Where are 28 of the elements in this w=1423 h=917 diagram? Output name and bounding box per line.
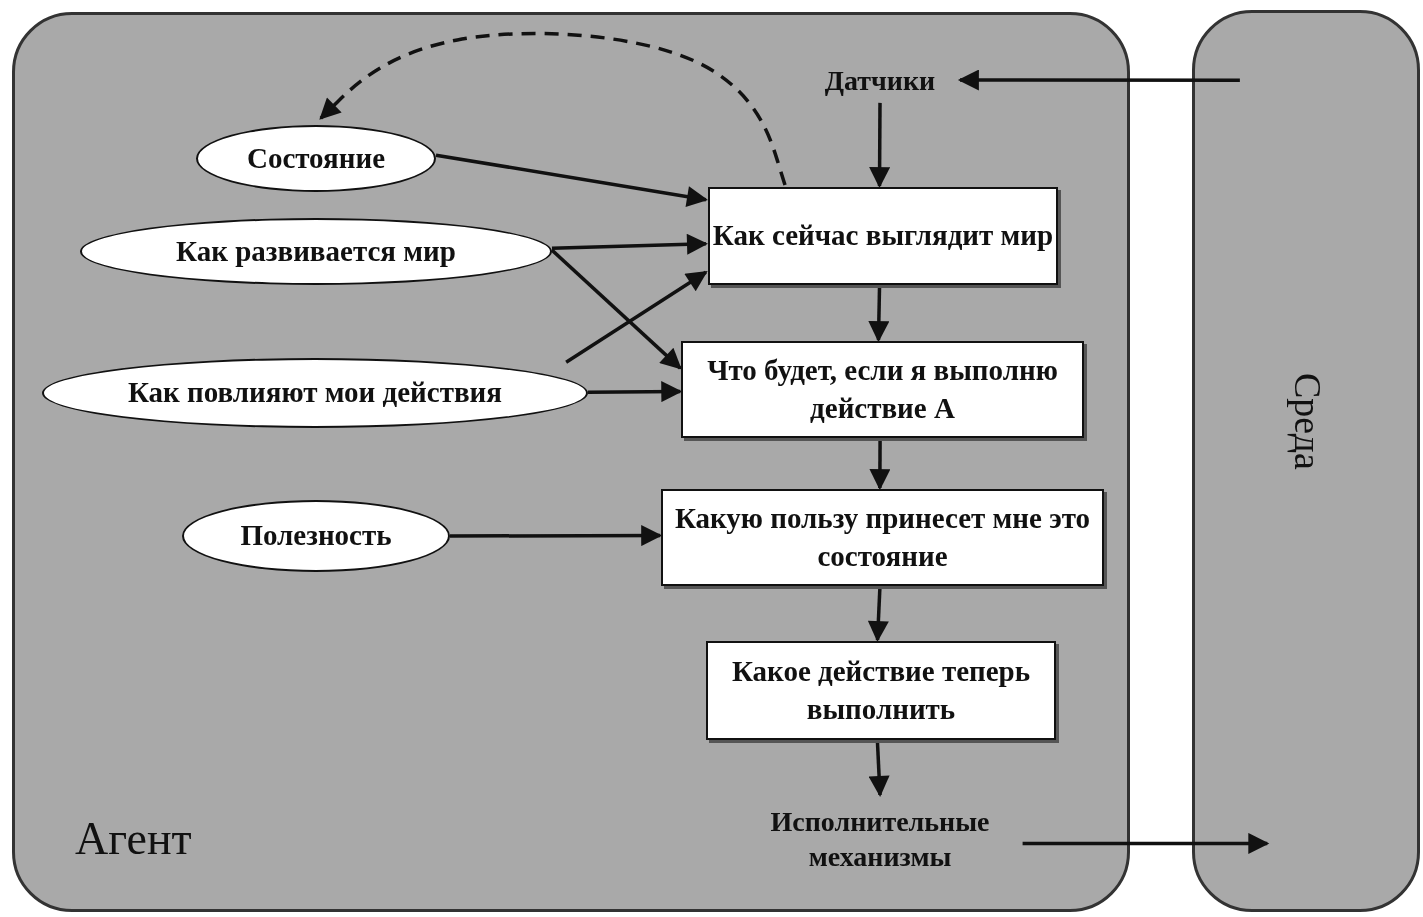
dashed-arrow xyxy=(319,31,787,186)
arrow xyxy=(957,69,1240,91)
panel xyxy=(1192,10,1420,912)
node-label: Датчики xyxy=(800,58,960,102)
node-label: Исполнительные механизмы xyxy=(725,795,1035,883)
arrow xyxy=(550,248,682,370)
knowledge-oval: Состояние xyxy=(196,125,436,192)
arrow xyxy=(551,233,708,255)
arrow xyxy=(869,102,891,189)
arrow xyxy=(435,153,708,207)
arrow xyxy=(1022,832,1270,854)
arrow xyxy=(587,381,683,403)
arrow xyxy=(869,440,891,491)
knowledge-oval: Полезность xyxy=(182,500,450,572)
panel xyxy=(12,12,1130,912)
process-box: Какое действие теперь выполнить xyxy=(706,641,1056,740)
arrow xyxy=(867,588,889,643)
process-box: Что будет, если я выполню действие А xyxy=(681,341,1084,438)
knowledge-oval: Как развивается мир xyxy=(80,218,552,285)
arrow xyxy=(868,742,890,798)
panel-title: Среда xyxy=(1286,373,1331,470)
panel-title: Агент xyxy=(75,812,192,867)
process-box: Как сейчас выглядит мир xyxy=(708,187,1058,285)
process-box: Какую пользу принесет мне это состояние xyxy=(661,489,1104,586)
arrow xyxy=(450,525,663,547)
arrow xyxy=(565,270,708,364)
knowledge-oval: Как повлияют мои действия xyxy=(42,358,588,428)
arrow xyxy=(868,287,890,343)
